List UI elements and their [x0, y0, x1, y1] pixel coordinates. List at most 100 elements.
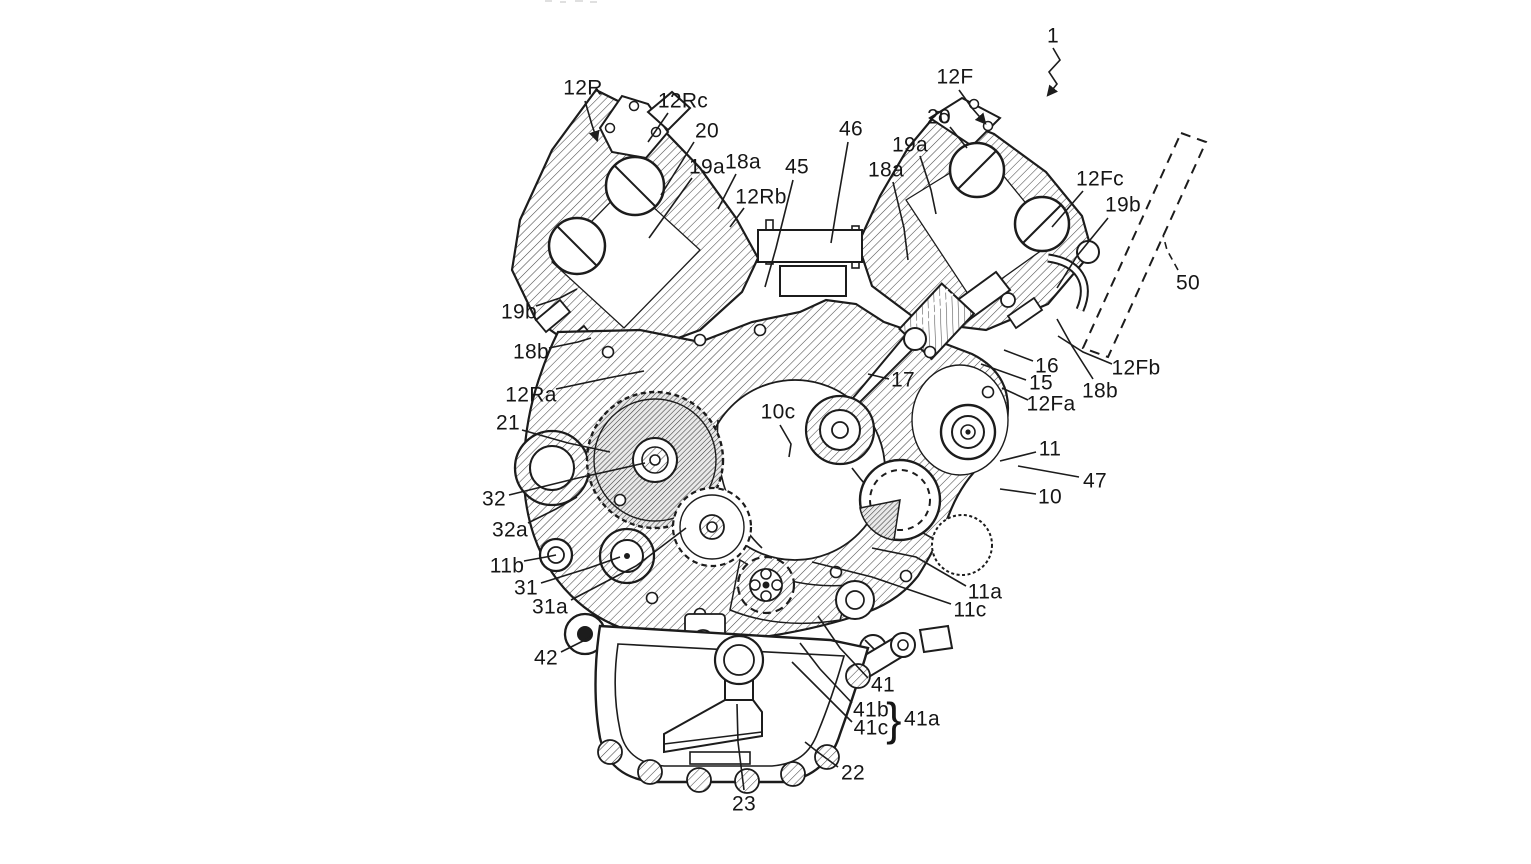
leader-line-19b [535, 288, 578, 307]
ref-label-12Ra: 12Ra [505, 383, 557, 407]
ref-label-19b: 19b [1105, 193, 1141, 217]
leader-line-32a [527, 496, 578, 524]
leader-line-20 [949, 126, 968, 149]
ref-label-15: 15 [1029, 371, 1053, 395]
ref-label-20: 20 [695, 119, 719, 143]
leader-line-21 [521, 429, 611, 453]
leader-line-41c [791, 661, 853, 723]
leader-line-18a [892, 181, 909, 261]
leader-line-32 [508, 462, 646, 496]
pan-bolts [597, 663, 871, 794]
ref-label-41a: 41a [904, 707, 940, 731]
leader-line-12Rc [647, 112, 669, 143]
ref-label-12Rb: 12Rb [735, 185, 787, 209]
ref-label-18a: 18a [868, 158, 904, 182]
ref-label-32a: 32a [492, 518, 528, 542]
leader-line-18b [548, 337, 592, 349]
ref-label-31: 31 [514, 576, 538, 600]
leader-line-16 [1003, 349, 1034, 362]
leader-line-23 [736, 703, 745, 791]
ref-label-22: 22 [841, 761, 865, 785]
ref-label-21: 21 [496, 411, 520, 435]
leader-line-45 [764, 179, 794, 288]
ref-label-41: 41 [871, 673, 895, 697]
leader-line-19b [1056, 217, 1109, 289]
leader-line-12Ra [555, 370, 645, 390]
ref-label-12Fa: 12Fa [1026, 392, 1076, 416]
leader-line-17 [867, 373, 890, 380]
leader-line-47 [1017, 465, 1080, 478]
dashed-region-50 [1081, 131, 1208, 359]
idler-gear [671, 486, 753, 568]
ref-label-45: 45 [785, 155, 809, 179]
ref-label-10: 10 [1038, 485, 1062, 509]
ref-label-16: 16 [1035, 354, 1059, 378]
leader-line-12Fa [1001, 387, 1029, 401]
ref-label-11c: 11c [953, 598, 987, 622]
ref-label-18a: 18a [725, 150, 761, 174]
leader-line-41b [799, 642, 853, 704]
ref-label-20: 20 [927, 105, 951, 129]
leader-line-19a [919, 155, 937, 215]
ref-label-41b: 41b [853, 698, 889, 722]
leader-line-10 [999, 488, 1037, 495]
leader-line-19a [648, 177, 693, 239]
leader-line-20 [660, 141, 695, 196]
ref-label-1: 1 [1047, 24, 1059, 48]
ref-label-19a: 19a [689, 155, 725, 179]
leader-line-18b [1056, 318, 1094, 380]
oil-pump-rotor [736, 555, 796, 615]
ref-label-47: 47 [1083, 469, 1107, 493]
case-bolts [601, 323, 995, 621]
leader-line-31a [570, 527, 687, 601]
leader-line-22 [804, 741, 839, 768]
ref-label-18b: 18b [513, 340, 549, 364]
ref-label-17: 17 [891, 368, 915, 392]
ref-label-50: 50 [1176, 271, 1200, 295]
rear-cylinder-bank [510, 88, 760, 360]
ref-label-12F: 12F [936, 65, 974, 89]
ref-label-19b: 19b [501, 300, 537, 324]
ref-label-46: 46 [839, 117, 863, 141]
ref-label-23: 23 [732, 792, 756, 816]
leader-line-31 [540, 556, 621, 584]
leader-line-12Fc [1051, 190, 1084, 228]
leader-line-10c [779, 424, 792, 458]
ref-label-41c: 41c [853, 716, 889, 740]
ref-label-42: 42 [534, 646, 558, 670]
leader-line-12R [584, 100, 600, 143]
leader-line-41 [817, 615, 869, 679]
leader-line-11a [871, 547, 967, 587]
ref-label-32: 32 [482, 487, 506, 511]
leader-line-18a [717, 173, 737, 210]
leader-line-12Fb [1057, 335, 1113, 365]
leader-line-1 [1046, 47, 1061, 97]
ref-label-12Fc: 12Fc [1076, 167, 1124, 191]
leader-line-15 [980, 363, 1027, 381]
leader-line-11c [811, 561, 952, 605]
ref-label-19a: 19a [892, 133, 928, 157]
leader-lines-layer [508, 47, 1179, 791]
top-edge-remnant-marks [545, 0, 597, 3]
leader-line-12Rb [729, 207, 745, 228]
leader-line-11b [523, 554, 557, 562]
ref-label-10c: 10c [760, 400, 796, 424]
leader-line-46 [830, 141, 849, 244]
oil-pan [594, 624, 871, 794]
leader-line-12F [958, 89, 987, 125]
ref-label-11a: 11a [967, 580, 1003, 604]
ref-label-18b: 18b [1082, 379, 1118, 403]
ref-label-brace-41a: } [886, 693, 902, 745]
intake-boots [757, 219, 863, 297]
ref-label-12Rc: 12Rc [657, 89, 709, 113]
crankcase [513, 282, 1010, 695]
ref-label-31a: 31a [532, 595, 568, 619]
leader-line-42 [560, 636, 591, 653]
ref-label-11: 11 [1038, 437, 1062, 461]
ref-label-11b: 11b [489, 554, 525, 578]
front-cylinder-bank [856, 96, 1100, 332]
ref-label-12Fb: 12Fb [1111, 356, 1161, 380]
ref-label-12R: 12R [563, 76, 603, 100]
leader-line-11 [999, 451, 1037, 462]
